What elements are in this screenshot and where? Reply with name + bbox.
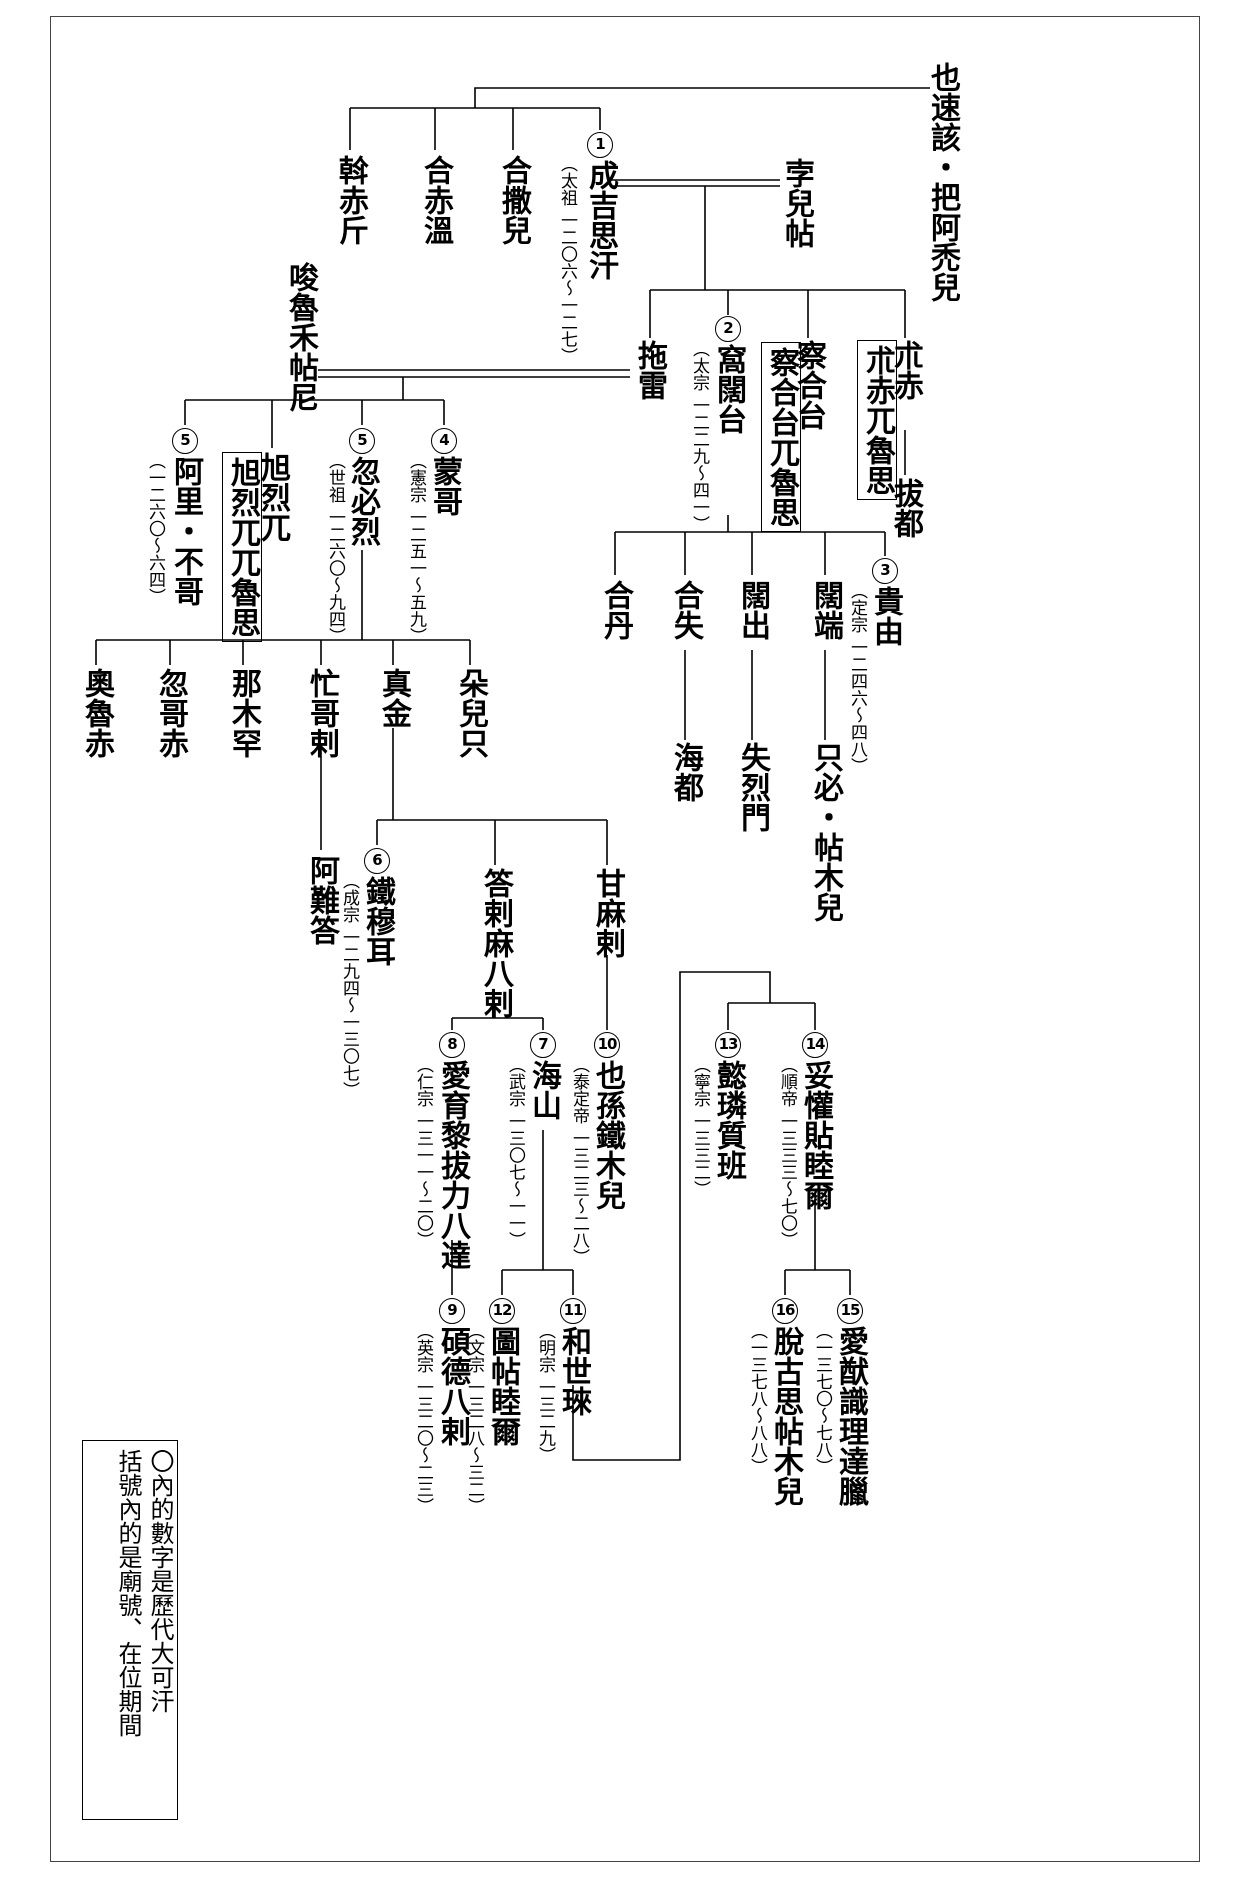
person-name: 海都 — [668, 742, 703, 802]
person-name: 蒙哥 — [427, 456, 462, 516]
ulus-label: 朮赤兀魯思 — [857, 340, 897, 500]
line-ogodei-children — [614, 515, 886, 575]
khan-number-badge: 6 — [364, 848, 390, 874]
ulus-label: 察合台兀魯思 — [761, 342, 801, 532]
line-chinggis-borte-marriage — [610, 179, 780, 187]
reign-period: （文宗 一三二八～三二） — [464, 1322, 484, 1515]
person-name: 妥懽貼睦爾 — [798, 1060, 833, 1210]
line-tolui-sorghaghtani-marriage — [318, 369, 630, 378]
line-toghon-children — [784, 1195, 851, 1295]
person-name: 合失 — [668, 580, 703, 640]
person-name: 唆魯禾帖尼 — [283, 262, 318, 412]
person-name: 脫古思帖木兒 — [768, 1326, 803, 1506]
reign-period: （仁宗 一三一一～二〇） — [413, 1056, 433, 1249]
person-name: 忽必烈 — [345, 456, 380, 546]
reign-period: （太宗 一二二九～四一） — [689, 340, 709, 533]
reign-period: （太祖 一二〇六～一二七） — [557, 155, 577, 365]
person-name: 成吉思汗 — [583, 160, 618, 280]
khan-number-badge: 14 — [802, 1032, 828, 1058]
khan-number-badge: 13 — [715, 1032, 741, 1058]
reign-period: （英宗 一三二〇～二三） — [413, 1322, 433, 1515]
person-name: 那木罕 — [226, 668, 261, 758]
line-darmabala-children — [451, 1005, 544, 1030]
person-name: 朵兒只 — [453, 668, 488, 758]
person-name: 忙哥剌 — [304, 668, 339, 758]
reign-period: （一二六〇～六四） — [145, 452, 165, 605]
reign-period: （世祖 一二六〇～九四） — [325, 452, 345, 645]
reign-period: （順帝 一三三三～七〇） — [777, 1056, 797, 1249]
person-name: 忽哥赤 — [153, 668, 188, 758]
reign-period: （一三七〇～七八） — [812, 1322, 832, 1475]
person-name: 懿璘質班 — [711, 1060, 746, 1180]
khan-number-badge: 2 — [715, 316, 741, 342]
person-name: 海山 — [526, 1060, 561, 1120]
reign-period: （成宗 一二九四～一三〇七） — [339, 872, 359, 1099]
person-name: 拖雷 — [632, 340, 667, 400]
line-chinggis-children — [649, 186, 906, 338]
khan-number-badge: 8 — [439, 1032, 465, 1058]
line-yesugei-children — [349, 87, 930, 150]
person-name: 鐵穆耳 — [360, 876, 395, 966]
khan-number-badge: 5 — [172, 428, 198, 454]
legend-line-2: 括號內的是廟號、在位期間 — [114, 1449, 142, 1737]
line-tolui-children — [184, 377, 445, 448]
reign-period: （寧宗 一三三二） — [690, 1056, 710, 1198]
legend-line-1: 〇內的數字是歷代大可汗 — [146, 1449, 174, 1713]
person-name: 愛育黎拔力八達 — [435, 1060, 470, 1270]
khan-number-badge: 15 — [837, 1298, 863, 1324]
person-name: 愛猷識理達臘 — [833, 1326, 868, 1506]
reign-period: （泰定帝 一三二三～二八） — [569, 1056, 589, 1266]
line-kublai-children — [95, 550, 471, 665]
person-name: 失烈門 — [735, 742, 770, 832]
line-qoshila-sons — [572, 971, 816, 1461]
person-name: 阿里・不哥 — [168, 456, 203, 606]
khan-number-badge: 12 — [489, 1298, 515, 1324]
person-name: 窩闊台 — [711, 344, 746, 434]
person-name: 朮赤 — [888, 340, 923, 400]
reign-period: （憲宗 一二五一～五九） — [406, 452, 426, 645]
line-qaishan-children — [501, 1130, 574, 1295]
reign-period: （武宗 一三〇七～一一） — [505, 1056, 525, 1249]
person-name: 拔都 — [888, 478, 923, 538]
person-name: 合赤溫 — [418, 155, 453, 245]
person-name: 碩德八剌 — [435, 1326, 470, 1446]
person-name: 合撒兒 — [496, 155, 531, 245]
ulus-label: 旭烈兀兀魯思 — [222, 452, 262, 642]
diagram-frame — [50, 16, 1200, 1862]
khan-number-badge: 5 — [349, 428, 375, 454]
legend-box: 〇內的數字是歷代大可汗 括號內的是廟號、在位期間 — [82, 1440, 178, 1820]
person-name: 闊出 — [735, 580, 770, 640]
khan-number-badge: 10 — [594, 1032, 620, 1058]
person-name: 奧魯赤 — [79, 668, 114, 758]
khan-number-badge: 1 — [587, 132, 613, 158]
person-name: 也速該・把阿禿兒 — [925, 62, 960, 302]
person-name: 也孫鐵木兒 — [590, 1060, 625, 1210]
khan-number-badge: 7 — [530, 1032, 556, 1058]
khan-number-badge: 9 — [439, 1298, 465, 1324]
person-name: 只必・帖木兒 — [808, 742, 843, 922]
person-name: 合丹 — [598, 580, 633, 640]
person-name: 察合台 — [791, 340, 826, 430]
khan-number-badge: 11 — [560, 1298, 586, 1324]
person-name: 圖帖睦爾 — [485, 1326, 520, 1446]
khan-number-badge: 4 — [431, 428, 457, 454]
person-name: 貴由 — [868, 586, 903, 646]
person-name: 闊端 — [808, 580, 843, 640]
line-jingim-children — [376, 728, 608, 865]
person-name: 答剌麻八剌 — [478, 868, 513, 1018]
person-name: 孛兒帖 — [779, 158, 814, 248]
person-name: 斡赤斤 — [333, 155, 368, 245]
reign-period: （定宗 一二四六～四八） — [847, 582, 867, 775]
person-name: 和世琜 — [556, 1326, 591, 1416]
reign-period: （一三七八～八八） — [747, 1322, 767, 1475]
person-name: 真金 — [376, 668, 411, 728]
person-name: 甘麻剌 — [590, 868, 625, 958]
khan-number-badge: 16 — [772, 1298, 798, 1324]
person-name: 旭烈兀 — [255, 452, 290, 542]
khan-number-badge: 3 — [872, 558, 898, 584]
person-name: 阿難答 — [304, 855, 339, 945]
reign-period: （明宗 一三二九） — [535, 1322, 555, 1464]
